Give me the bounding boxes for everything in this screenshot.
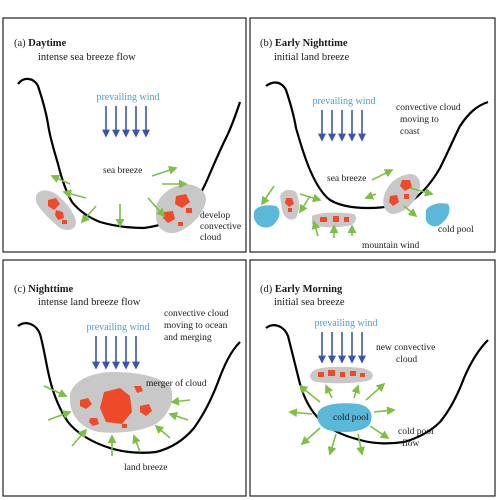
svg-text:(d) Early Morning: (d) Early Morning [260,284,343,295]
panel-a-subtitle: intense sea breeze flow [38,52,136,63]
panel-b-early-nighttime: (b) Early Nighttime initial land breeze … [249,17,496,253]
panel-b-cloud-right [383,174,420,214]
panel-a-wind-label: prevailing wind [96,92,159,103]
panel-c-cells [80,386,152,428]
panel-a-sea-breeze-label: sea breeze [103,166,142,176]
panel-c-conv-line2: moving to ocean [164,321,228,331]
panel-a-daytime: (a) Daytime intense sea breeze flow prev… [2,17,247,253]
panel-a-sea-breeze-arrows [50,166,188,228]
panel-c-nighttime: (c) Nighttime intense land breeze flow p… [2,259,247,497]
panel-d-early-morning: (d) Early Morning initial sea breeze pre… [249,259,496,497]
panel-c-land-breeze-label: land breeze [124,463,168,473]
panel-a-title: Daytime [28,38,66,49]
panel-b-conv-line1: convective cloud [396,103,461,113]
panel-b-cold-pool-right [425,203,450,227]
panel-a-develop-line2: convective [200,222,241,232]
panel-c-conv-line3: and merging [164,333,212,343]
panel-c-frame [2,259,247,497]
panel-d-title: Early Morning [275,284,343,295]
panel-b-cold-pool-label: cold pool [438,225,474,235]
panel-c-conv-line1: convective cloud [164,309,229,319]
panel-c-prevailing-wind-arrows [92,336,140,370]
panel-d-new-cloud-line1: new convective [376,343,435,353]
svg-text:(b) Early Nighttime: (b) Early Nighttime [260,38,348,49]
panel-d-new-cells [318,370,365,377]
panel-c-subtitle: intense land breeze flow [38,297,141,308]
panel-a-prevailing-wind-arrows [102,106,150,138]
panel-a-develop-line1: develop [200,211,230,221]
panel-b-title: Early Nighttime [275,38,348,49]
panel-b-conv-line3: coast [400,127,420,137]
panel-b-prevailing-wind-arrows [318,110,366,142]
panel-d-subtitle: initial sea breeze [274,297,345,308]
panel-b-wind-label: prevailing wind [312,96,375,107]
panel-b-cells-center [320,216,349,222]
panel-c-letter: (c) [14,284,26,295]
svg-text:(a) Daytime: (a) Daytime [14,38,67,49]
panel-d-cold-pool-label: cold pool [333,413,369,423]
panel-c-wind-label: prevailing wind [86,322,149,333]
panel-c-land-breeze-arrows [43,385,191,456]
panel-d-frame [249,259,496,497]
panel-b-subtitle: initial land breeze [274,52,350,63]
panel-a-frame [2,17,247,253]
panel-d-letter: (d) [260,284,273,295]
panel-a-cells-left [48,198,67,224]
panel-b-breeze-arrows [261,169,434,238]
panel-a-letter: (a) [14,38,26,49]
panel-b-cells-left [285,198,294,212]
panel-d-cold-pool-flow-line2: flow [402,438,420,449]
panel-b-conv-line2: moving to [400,115,439,125]
panel-d-outflow-arrows [288,382,396,456]
panel-d-new-cloud-line2: cloud [396,355,417,365]
panel-c-merger-label: merger of cloud [146,378,207,389]
panel-a-develop-line3: cloud [200,233,221,243]
panel-d-cold-pool-flow-line1: cold pool [398,427,434,437]
svg-text:(c) Nighttime: (c) Nighttime [14,284,74,295]
panel-b-mountain-wind-label: mountain wind [362,241,420,251]
panel-b-frame [249,17,496,253]
panel-d-wind-label: prevailing wind [314,318,377,329]
panel-b-letter: (b) [260,38,273,49]
panel-b-cells-right [389,180,412,206]
panel-a-cells-right [163,194,192,226]
panel-b-coastline [264,81,490,210]
panel-c-title: Nighttime [28,284,73,295]
panel-b-cold-pool-left [254,205,280,228]
panel-d-prevailing-wind-arrows [318,332,366,364]
panel-d-cold-pool [317,403,372,432]
panel-b-sea-breeze-label: sea breeze [327,174,366,184]
